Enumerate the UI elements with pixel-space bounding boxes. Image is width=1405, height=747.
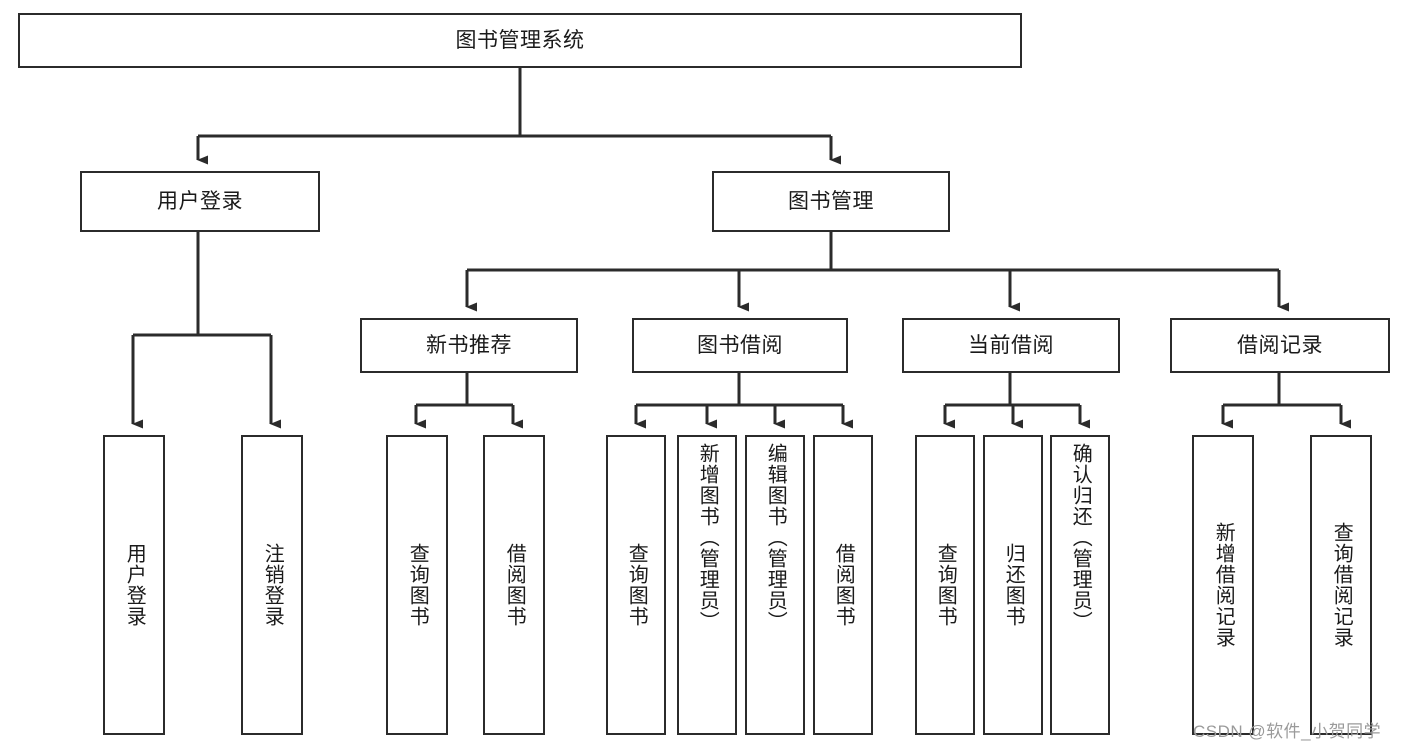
node-user-login-label: 用户登录: [157, 189, 243, 213]
node-leaf-query-book-recommend-label: 查询图书: [406, 543, 429, 627]
node-leaf-add-book-admin[interactable]: 新增图书（管理员）: [677, 435, 737, 735]
node-current-borrow-label: 当前借阅: [968, 333, 1054, 357]
connector-recommend-to-leaves: [414, 373, 523, 429]
node-user-login[interactable]: 用户登录: [80, 171, 320, 232]
node-leaf-borrow-book-recommend-label: 借阅图书: [503, 543, 526, 627]
node-leaf-edit-book-admin-label: 编辑图书（管理员）: [764, 443, 787, 632]
node-new-book-recommend[interactable]: 新书推荐: [360, 318, 578, 373]
node-leaf-user-logout[interactable]: 注销登录: [241, 435, 303, 735]
node-leaf-query-book-borrow[interactable]: 查询图书: [606, 435, 666, 735]
node-leaf-return-book-label: 归还图书: [1002, 543, 1025, 627]
node-book-management[interactable]: 图书管理: [712, 171, 950, 232]
node-leaf-confirm-return-admin[interactable]: 确认归还（管理员）: [1050, 435, 1110, 735]
node-root-label: 图书管理系统: [455, 28, 585, 52]
node-book-borrow-label: 图书借阅: [697, 333, 783, 357]
node-current-borrow[interactable]: 当前借阅: [902, 318, 1120, 373]
node-leaf-confirm-return-admin-label: 确认归还（管理员）: [1069, 443, 1092, 632]
node-leaf-query-book-recommend[interactable]: 查询图书: [386, 435, 448, 735]
node-leaf-query-borrow-record[interactable]: 查询借阅记录: [1310, 435, 1372, 735]
node-leaf-borrow-book-label: 借阅图书: [832, 543, 855, 627]
node-leaf-add-borrow-record-label: 新增借阅记录: [1212, 522, 1235, 648]
node-leaf-query-borrow-record-label: 查询借阅记录: [1330, 522, 1353, 648]
node-borrow-record-label: 借阅记录: [1237, 333, 1323, 357]
connector-userlogin-to-leaves: [131, 232, 281, 429]
connector-booklmgmt-to-level3: [465, 232, 1289, 312]
node-leaf-user-logout-label: 注销登录: [261, 543, 284, 627]
node-leaf-query-book-current[interactable]: 查询图书: [915, 435, 975, 735]
node-leaf-add-book-admin-label: 新增图书（管理员）: [696, 443, 719, 632]
node-leaf-return-book[interactable]: 归还图书: [983, 435, 1043, 735]
node-borrow-record[interactable]: 借阅记录: [1170, 318, 1390, 373]
connector-bookborrow-to-leaves: [634, 373, 853, 429]
node-leaf-user-login[interactable]: 用户登录: [103, 435, 165, 735]
node-book-borrow[interactable]: 图书借阅: [632, 318, 848, 373]
node-leaf-edit-book-admin[interactable]: 编辑图书（管理员）: [745, 435, 805, 735]
node-leaf-borrow-book[interactable]: 借阅图书: [813, 435, 873, 735]
node-leaf-query-book-current-label: 查询图书: [934, 543, 957, 627]
node-leaf-user-login-label: 用户登录: [123, 543, 146, 627]
node-new-book-recommend-label: 新书推荐: [426, 333, 512, 357]
node-leaf-borrow-book-recommend[interactable]: 借阅图书: [483, 435, 545, 735]
node-leaf-query-book-borrow-label: 查询图书: [625, 543, 648, 627]
node-book-management-label: 图书管理: [788, 189, 874, 213]
node-leaf-add-borrow-record[interactable]: 新增借阅记录: [1192, 435, 1254, 735]
connector-borrowrecord-to-leaves: [1221, 373, 1351, 429]
connector-currentborrow-to-leaves: [943, 373, 1090, 429]
node-root[interactable]: 图书管理系统: [18, 13, 1022, 68]
csdn-watermark: CSDN @软件_小贺同学: [1193, 722, 1382, 741]
connector-root-to-level2: [196, 68, 841, 165]
